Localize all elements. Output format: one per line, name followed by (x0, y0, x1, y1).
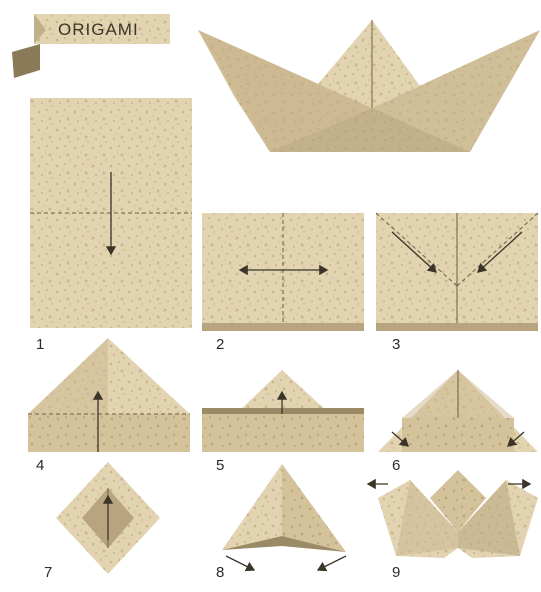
step-3-sheet (376, 213, 538, 331)
step-number-8: 8 (216, 565, 224, 580)
step-9-shape (368, 470, 538, 558)
step-number-7: 7 (44, 565, 52, 580)
step-1-sheet (30, 98, 192, 328)
step-number-9: 9 (392, 565, 400, 580)
step-number-6: 6 (392, 458, 400, 473)
step-number-5: 5 (216, 458, 224, 473)
step-number-4: 4 (36, 458, 44, 473)
step-8-shape (222, 464, 346, 570)
finished-boat (198, 20, 540, 152)
step-5-shape (202, 370, 364, 452)
diagram-title: ORIGAMI (58, 20, 139, 40)
step-7-shape (56, 462, 160, 574)
step-number-1: 1 (36, 337, 44, 352)
step-number-3: 3 (392, 337, 400, 352)
step-6-shape (378, 370, 538, 452)
step-4-shape (28, 338, 190, 452)
step-2-sheet (202, 213, 364, 331)
step-number-2: 2 (216, 337, 224, 352)
